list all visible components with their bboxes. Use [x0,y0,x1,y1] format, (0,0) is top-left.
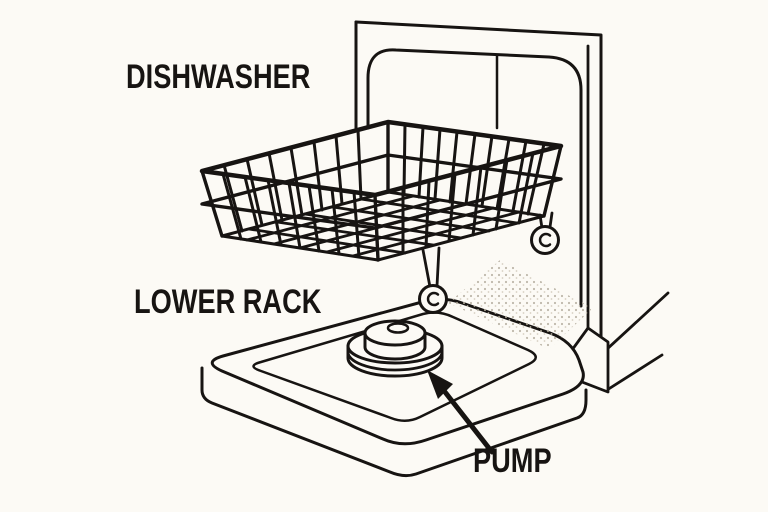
pump-label: PUMP [473,442,552,480]
pump-arrow [427,370,495,455]
pump-drawing [346,319,444,378]
rack-wheel-rear-hub [538,232,552,248]
stipple-texture [448,260,593,349]
lower-rack-label: LOWER RACK [134,283,322,321]
pump-arrow-shaft [442,389,495,455]
pump-base-ridge [346,350,444,372]
pump-inlet-hole [386,322,410,334]
rack-wheel-rear [530,225,560,255]
pump-arrowhead [427,370,453,399]
rack-wheel-posts [421,211,554,289]
rack-middle-rail [200,153,563,230]
door-side-thickness [200,366,588,478]
cabinet-outer-frame [354,20,603,343]
tub-opening-outline [366,48,583,308]
lower-rack-drawing [199,119,564,314]
dishwasher-label: DISHWASHER [126,58,311,96]
rack-wires-back-left [222,128,363,233]
rack-wheel-front-hub [426,291,440,307]
door-inner-outline [252,311,537,422]
rack-top-rim [199,119,564,198]
rack-corner-posts [200,120,563,262]
rack-wheel-front [418,284,448,314]
